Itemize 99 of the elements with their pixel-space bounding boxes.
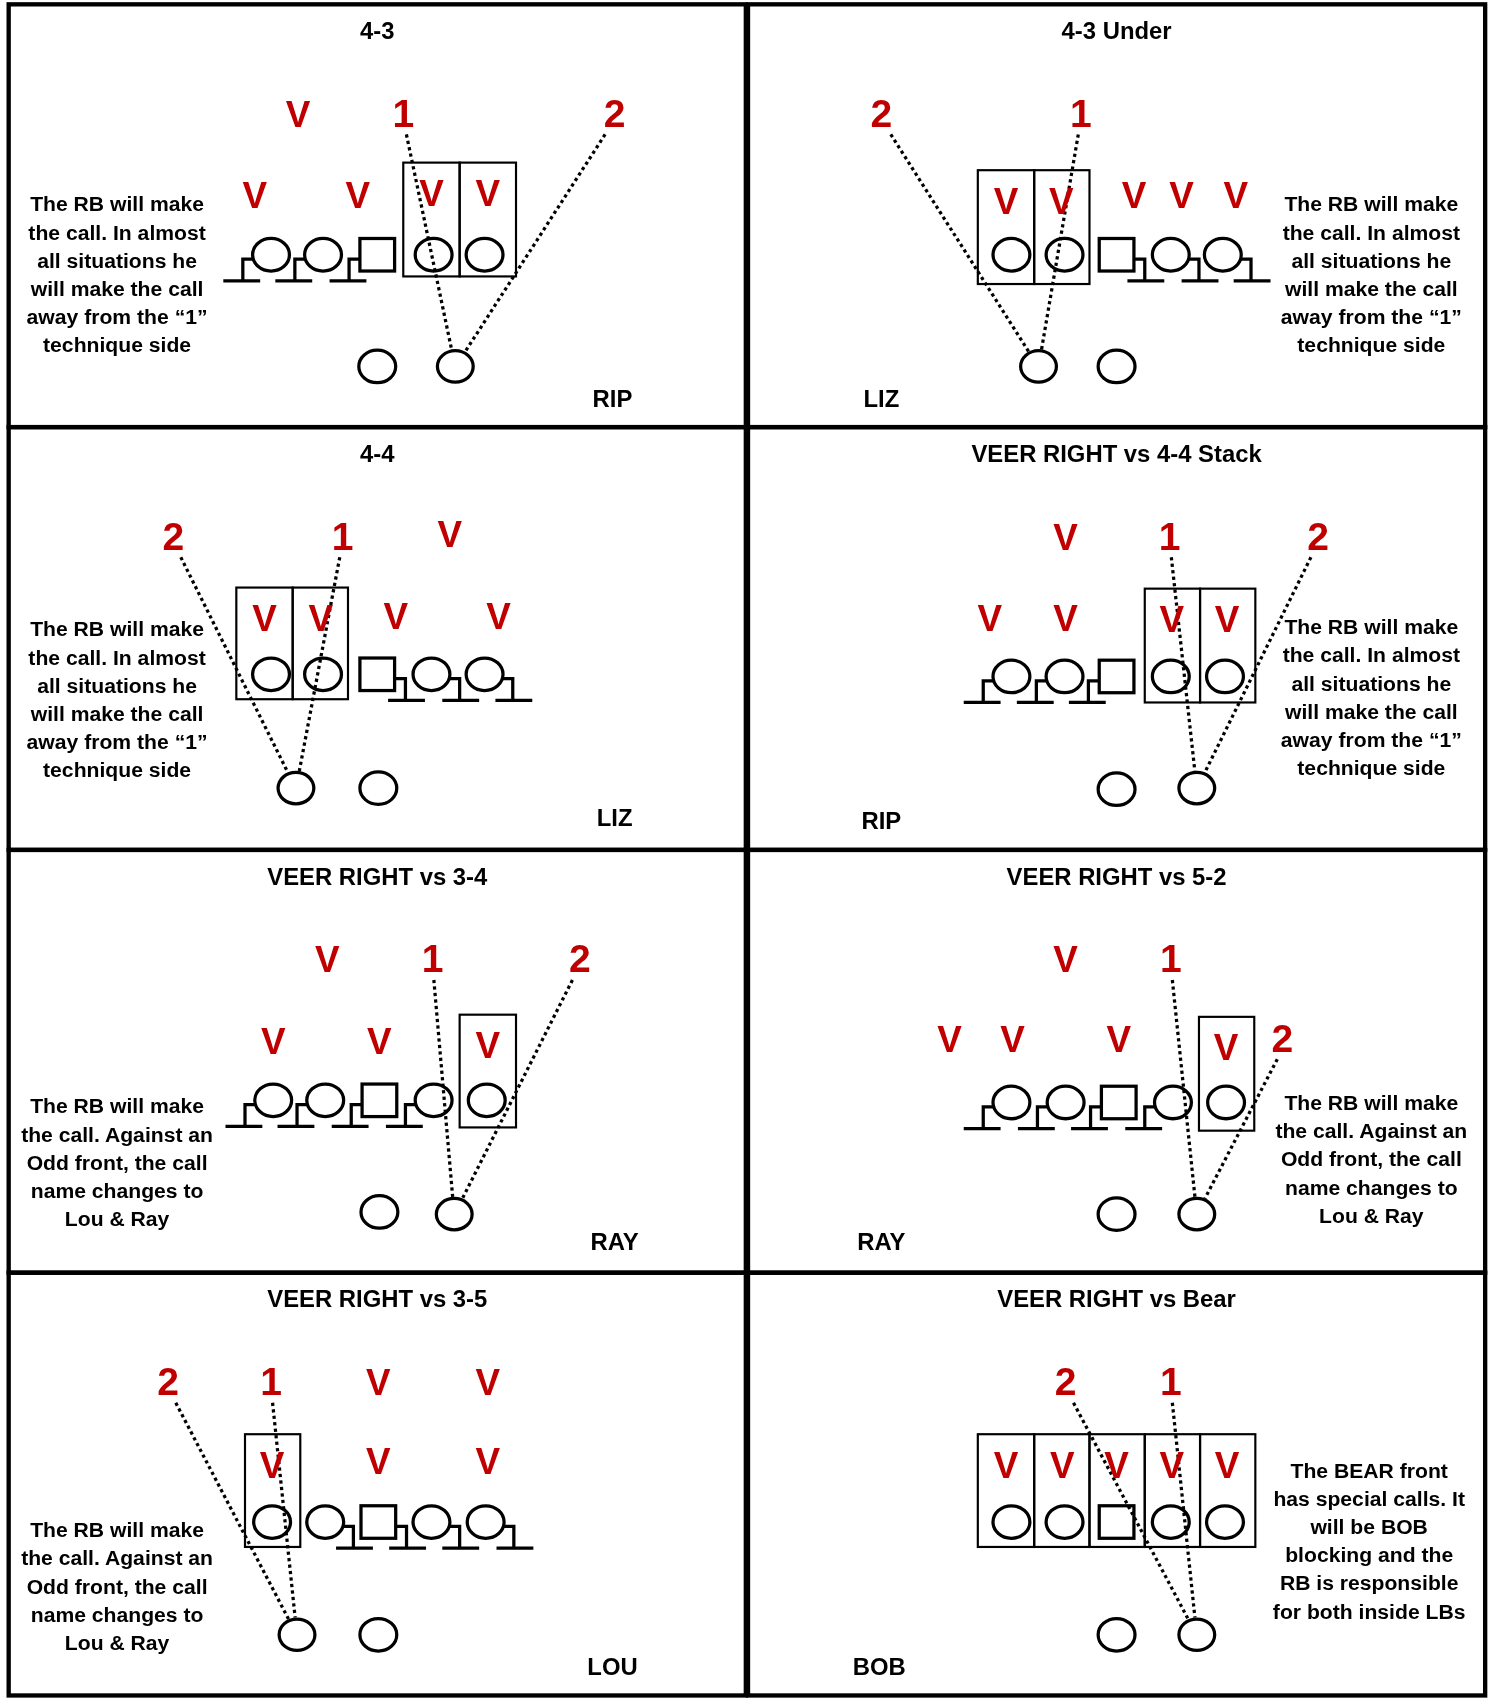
defender-mark: V: [308, 599, 334, 637]
defender-mark: V: [259, 1446, 285, 1483]
call-name: RIP: [592, 385, 633, 412]
defender-mark: V: [1169, 176, 1194, 214]
dotted-line: [889, 133, 1031, 353]
defender-mark: V: [1121, 176, 1147, 214]
panel-title: VEER RIGHT vs 4-4 Stack: [970, 440, 1263, 469]
dotted-line: [1170, 979, 1197, 1198]
defender-mark: V: [475, 174, 501, 212]
running-back-circle: [277, 1617, 317, 1653]
technique-number: 1: [1159, 1362, 1182, 1402]
defender-mark: V: [1214, 1446, 1240, 1483]
defender-mark: V: [475, 1026, 501, 1064]
defender-mark: V: [419, 174, 444, 212]
technique-number: 2: [603, 94, 626, 134]
defender-mark: V: [1000, 1020, 1025, 1057]
defender-mark: V: [1050, 1446, 1075, 1483]
technique-number: 2: [1271, 1019, 1294, 1059]
running-back-circle: [1177, 770, 1217, 806]
call-name: RAY: [590, 1229, 639, 1256]
defender-mark: V: [242, 176, 268, 214]
coaching-note: The RB will make the call. In almost all situations he will make the call away from the “1” technique side: [1279, 190, 1463, 359]
running-back-circle: [1177, 1196, 1217, 1232]
technique-number: 2: [569, 939, 591, 979]
defender-mark: V: [475, 1363, 501, 1401]
defender-mark: V: [345, 176, 371, 214]
defender-mark: V: [977, 599, 1003, 637]
call-name: LIZ: [863, 385, 900, 412]
technique-number: 1: [1069, 94, 1092, 134]
call-name: BOB: [852, 1654, 906, 1681]
dotted-line: [174, 1402, 291, 1621]
call-name: LOU: [587, 1654, 638, 1681]
running-back-circle: [1177, 1617, 1217, 1653]
defender-mark: V: [437, 516, 463, 553]
defender-mark: V: [1104, 1446, 1129, 1483]
coaching-note: The RB will make the call. In almost all situations he will make the call away from the “1” technique side: [1279, 613, 1463, 782]
technique-number: 2: [870, 94, 893, 134]
coaching-note: The RB will make the call. In almost all situations he will make the call away from the “1” technique side: [25, 615, 209, 784]
defender-mark: V: [486, 597, 511, 635]
technique-number: 2: [157, 1362, 179, 1402]
dotted-line: [1072, 1402, 1190, 1621]
coaching-note: The BEAR front has special calls. It will be BOB blocking and the RB is responsible for both inside LBs: [1271, 1457, 1467, 1625]
technique-number: 1: [392, 94, 415, 134]
defender-mark: V: [1049, 182, 1074, 219]
defender-mark: V: [475, 1442, 501, 1480]
panel-title: 4-3 Under: [1060, 17, 1173, 46]
defender-mark: V: [993, 1446, 1019, 1483]
running-back-circle: [1019, 349, 1059, 384]
running-back-circle: [276, 770, 316, 806]
defender-mark: V: [937, 1020, 962, 1057]
defender-mark: V: [366, 1442, 391, 1480]
technique-number: 1: [1159, 939, 1182, 979]
technique-number: 2: [1307, 517, 1330, 557]
dotted-line: [432, 979, 455, 1197]
panel-title: 4-3: [359, 17, 396, 46]
technique-number: 1: [260, 1362, 282, 1402]
dotted-line: [1203, 556, 1313, 774]
dotted-line: [463, 133, 607, 353]
technique-number: 1: [421, 939, 444, 979]
dotted-line: [297, 556, 342, 772]
technique-number: 1: [1158, 517, 1181, 557]
running-back-circle: [435, 349, 475, 384]
call-name: LIZ: [596, 805, 633, 832]
dotted-line: [1039, 134, 1080, 350]
panel-title: VEER RIGHT vs 3-5: [266, 1285, 489, 1314]
defender-mark: V: [1106, 1020, 1132, 1057]
defender-mark: V: [315, 940, 340, 978]
coaching-note: The RB will make the call. Against an Odd front, the call name changes to Lou & Ray: [20, 1516, 214, 1657]
panel-title: VEER RIGHT vs 3-4: [266, 862, 489, 892]
defender-mark: V: [285, 95, 311, 133]
panel-title: 4-4: [359, 440, 396, 469]
running-back-circle: [434, 1196, 474, 1232]
dotted-line: [270, 1402, 297, 1618]
dotted-line: [460, 979, 574, 1200]
panel-title: VEER RIGHT vs Bear: [996, 1285, 1237, 1314]
defender-mark: V: [1053, 518, 1078, 556]
call-name: RIP: [861, 808, 902, 835]
coaching-note: The RB will make the call. Against an Odd front, the call name changes to Lou & Ray: [20, 1092, 214, 1233]
technique-number: 2: [162, 517, 185, 557]
defender-mark: V: [366, 1363, 391, 1401]
defender-mark: V: [1159, 600, 1185, 638]
defender-mark: V: [252, 599, 277, 637]
coaching-note: The RB will make the call. Against an Odd front, the call name changes to Lou & Ray: [1274, 1089, 1469, 1230]
technique-number: 1: [331, 517, 354, 557]
dotted-line: [1170, 1402, 1197, 1618]
defender-mark: V: [367, 1022, 392, 1060]
defender-mark: V: [1053, 940, 1078, 978]
defender-mark: V: [383, 597, 408, 635]
defender-mark: V: [993, 182, 1019, 219]
defender-mark: V: [1214, 600, 1240, 638]
defender-mark: V: [1053, 599, 1078, 637]
defender-mark: V: [1213, 1028, 1239, 1066]
coaching-note: The RB will make the call. In almost all situations he will make the call away from the “1” technique side: [25, 190, 209, 359]
technique-number: 2: [1054, 1362, 1077, 1402]
call-name: RAY: [857, 1229, 906, 1256]
panel-title: VEER RIGHT vs 5-2: [1005, 862, 1228, 892]
defender-mark: V: [1159, 1446, 1185, 1483]
defender-mark: V: [1223, 176, 1249, 214]
defender-mark: V: [260, 1022, 286, 1060]
